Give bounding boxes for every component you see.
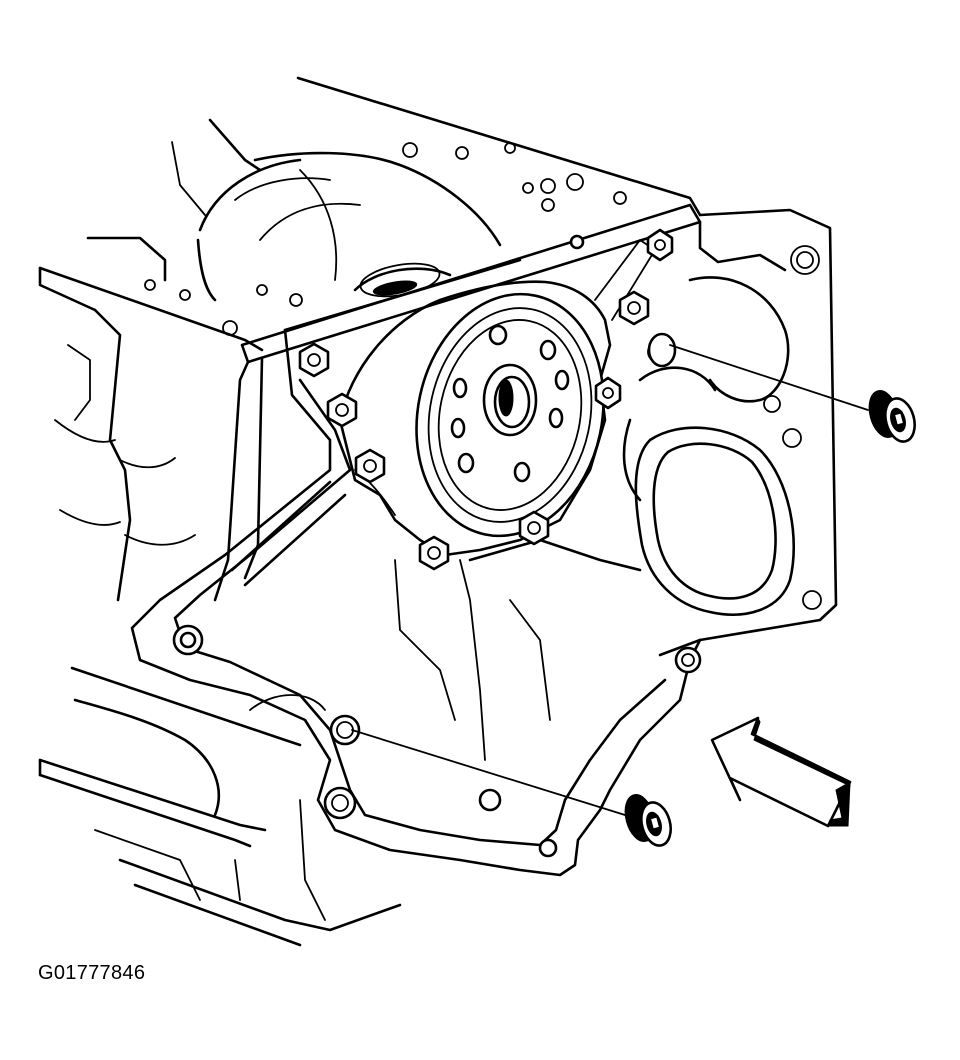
- pump-bolt: [354, 448, 386, 484]
- pump-bolt: [594, 376, 622, 410]
- engine-block-upper-body: [38, 76, 702, 352]
- figure-code: G01777846: [38, 962, 146, 984]
- pump-bolt: [518, 510, 550, 546]
- pump-bolt: [418, 535, 450, 571]
- engine-block-left-side: [54, 308, 264, 602]
- front-plate: [130, 328, 702, 877]
- plug-hole-upper: [647, 332, 869, 411]
- engine-block-lower-rail: [38, 666, 402, 947]
- pump-bolt: [298, 342, 330, 378]
- pump-bolt: [646, 228, 674, 262]
- engine-block-right-face: [622, 208, 838, 657]
- threaded-plug-upper: [868, 390, 916, 443]
- front-direction-arrow-icon: [710, 716, 852, 828]
- pump-bolt: [618, 290, 650, 326]
- pump-bolt: [326, 392, 358, 428]
- plug-hole-lower: [351, 729, 626, 816]
- threaded-plug-lower: [624, 794, 672, 847]
- oil-pump-assembly: [298, 228, 674, 571]
